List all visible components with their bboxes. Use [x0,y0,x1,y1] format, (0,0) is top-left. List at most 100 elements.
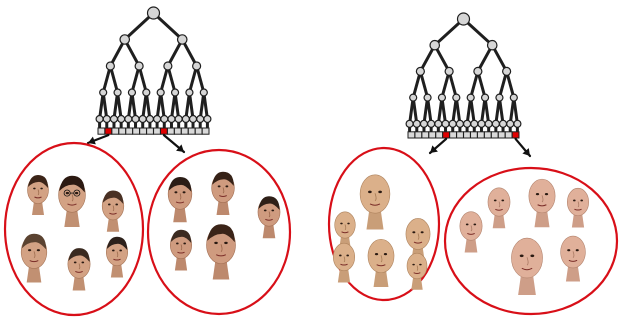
left-panel-right-cluster-face-0 [167,177,193,223]
tree-left-node-2-0 [105,61,115,71]
tree-left-node-4-14 [196,114,205,124]
tree-right-node-4-10 [477,119,486,128]
tree-right-node-4-15 [513,119,522,128]
tree-left-node-4-3 [117,114,126,124]
tree-right-node-4-0 [405,119,414,128]
tree-right-leaf-14 [504,131,513,139]
tree-left-edge-3-3-1 [144,91,152,121]
tree-right-leaf-10 [476,131,485,139]
left-panel-left-cluster-face-0 [27,175,49,215]
tree-left-edge-3-6-1 [187,91,195,121]
left-panel-left-cluster-face-2-left-eye [107,203,111,206]
right-panel-right-cluster-face-5-nose [572,251,575,259]
tree-left-edge-3-5-1 [173,91,181,121]
right-panel-right-cluster-face-1 [528,178,556,228]
tree-right-node-3-7 [509,93,518,102]
left-panel-right-cluster-face-0-nose [179,193,182,200]
right-panel-left-cluster-face-5 [406,252,428,290]
left-panel-left-cluster-face-2-nose [112,205,115,212]
panel-left [3,6,292,317]
tree-left-selected-leaf-1 [104,127,113,135]
tree-left-leaf-5 [132,127,141,135]
left-panel-arrows [86,134,186,154]
right-panel-left-cluster-face-0-mouth [369,203,381,206]
right-panel-arrows [428,137,532,158]
tree-left [95,6,212,135]
right-panel-left-cluster-face-3-left-eye [339,254,342,257]
tree-left-node-1-0 [119,34,131,45]
right-panel-left-cluster-face-0 [359,174,391,230]
left-panel-left-cluster-face-4-mouth [75,270,83,273]
tree-right-edge-3-5-1 [483,96,491,126]
tree-right-node-3-6 [495,93,504,102]
right-panel-arrow-1 [428,137,448,155]
right-panel-left-cluster-face-0-neck [366,209,384,230]
left-panel-left-cluster-face-3-left-eye [28,249,32,252]
left-panel-left-cluster [3,141,145,317]
tree-left-node-4-5 [131,114,140,124]
tree-left-leaf-12 [180,127,189,135]
right-panel-right-cluster-face-2-neck [571,213,585,228]
left-panel-right-cluster-face-2-neck [262,223,276,239]
tree-right-edge-3-2-1 [440,96,448,126]
right-panel-right-cluster-face-4-left-eye [519,254,524,258]
tree-right-node-4-11 [484,119,493,128]
right-panel-right-cluster-face-1-nose [541,195,544,203]
left-panel-left-cluster-face-0-nose [37,189,40,196]
right-panel-right-cluster-face-3 [459,211,483,253]
right-panel-right-cluster-face-4-right-eye [530,254,535,258]
left-panel-right-cluster-face-1-neck [216,199,230,215]
left-panel-left-cluster-face-3 [20,233,48,283]
left-panel-left-cluster-face-3-right-eye [36,249,40,252]
right-panel-right-cluster-face-4-neck [518,274,536,295]
left-panel-left-cluster-face-2-mouth [109,212,117,215]
left-panel-right-cluster-face-1-mouth [218,195,228,198]
left-panel-right-cluster-face-4-neck [212,260,230,280]
left-panel-left-cluster-face-1-neck [64,209,80,227]
right-panel-left-cluster-face-2-left-eye [412,231,416,234]
tree-left-leaf-2 [111,127,120,135]
right-panel-left-cluster-face-2-mouth [413,241,423,244]
tree-left-node-2-2 [163,61,173,71]
tree-left-node-4-15 [203,114,212,124]
right-panel-left-cluster-face-4-right-eye [383,253,388,256]
left-panel-left-cluster-face-3-neck [26,265,42,283]
tree-left-leaf-7 [146,127,154,135]
tree-right-node-3-3 [452,93,461,102]
tree-left-node-4-4 [124,114,133,124]
tree-left-node-3-7 [199,88,208,97]
tree-right-node-4-9 [470,119,479,128]
left-panel-left-cluster-face-5-left-eye [112,249,115,252]
right-panel-right-cluster-face-3-right-eye [473,223,477,226]
tree-right-node-4-13 [498,119,508,128]
tree-left-node-4-13 [188,114,198,124]
right-panel-left-cluster-face-5-right-eye [419,263,422,266]
right-panel-right-cluster-face-3-neck [464,237,478,253]
tree-right-node-2-1 [444,66,454,77]
tree-left-node-4-6 [138,114,147,124]
right-panel-left-cluster-face-0-nose [374,193,377,202]
tree-right-node-4-2 [419,119,429,128]
left-panel-right-cluster-face-2-hair [258,196,280,210]
left-panel-left-cluster-face-5-right-eye [119,249,122,252]
tree-left-node-4-7 [145,114,155,124]
left-panel-left-cluster-face-5-neck [110,263,124,278]
right-panel-right-cluster-face-5-neck [565,264,581,282]
right-panel-right-cluster-face-2-right-eye [580,199,583,202]
left-panel-clusters [3,141,292,317]
tree-left-node-4-1 [102,114,111,124]
right-panel-left-cluster-face-5-mouth [413,272,421,275]
right-panel-left-cluster [327,146,441,302]
left-panel-left-cluster-face-1 [58,175,86,227]
left-panel-right-cluster-face-3-mouth [177,251,185,254]
tree-left-node-3-1 [113,88,122,97]
left-panel-arrow-1-head [88,136,96,145]
left-panel-left-cluster-face-5-nose [116,251,119,258]
tree-right-edge-3-6-1 [497,96,505,126]
left-panel-right-cluster-face-4-left-eye [214,241,218,245]
left-panel-left-cluster-face-1-glasses-left [63,189,71,197]
tree-left-leaf-8 [153,127,161,135]
tree-right-leaves [407,131,520,139]
tree-right-node-4-5 [441,119,450,128]
